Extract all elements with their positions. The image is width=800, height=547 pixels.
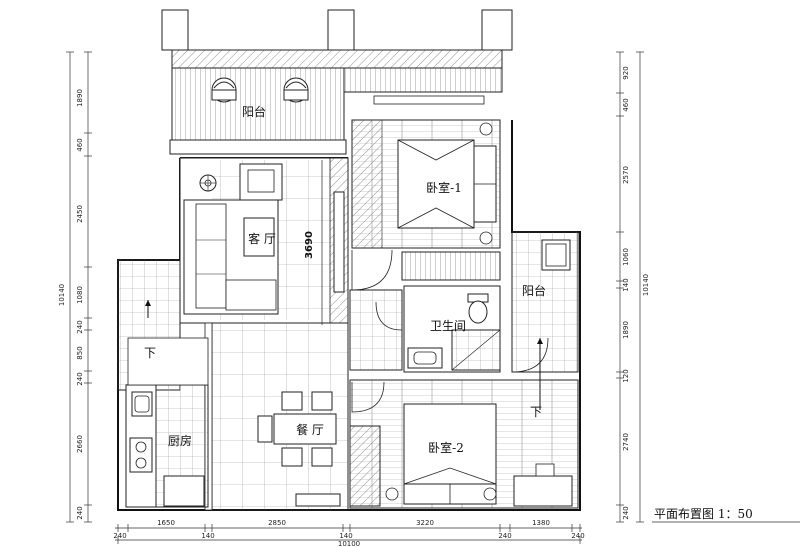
bottom-dim-8: 1380 (532, 519, 550, 527)
bottom-dim-6: 3220 (416, 519, 434, 527)
room-label-kitchen: 厨房 (168, 433, 192, 448)
shoe-cabinet (295, 493, 341, 507)
left-dim-8: 2660 (76, 435, 84, 453)
bottom-dim-2: 1650 (157, 519, 175, 527)
left-dim-4: 1080 (76, 286, 84, 304)
left-dim-7: 240 (76, 372, 84, 385)
right-dim-7: 120 (622, 369, 630, 382)
fridge (163, 475, 205, 507)
left-dim-9: 240 (76, 506, 84, 519)
bottom-dim-1: 240 (113, 532, 126, 540)
floor-lamp-icon (199, 174, 217, 192)
bed-2 (403, 403, 497, 505)
bottom-dim-7: 240 (498, 532, 511, 540)
left-dimension-chain (66, 51, 92, 523)
wardrobe-2 (349, 425, 381, 507)
bathroom: 卫生间 (349, 285, 501, 373)
room-label-balcony-top: 阳台 (242, 104, 266, 119)
right-dimension-chain (616, 51, 644, 523)
basin-icon (407, 347, 443, 369)
down-label-left: 下 (144, 346, 156, 360)
right-dim-3: 2570 (622, 166, 630, 184)
down-arrow-left (145, 300, 151, 318)
washing-machine (541, 239, 571, 271)
bottom-dim-9: 240 (571, 532, 584, 540)
left-dim-2: 460 (76, 138, 84, 151)
right-dim-6: 1890 (622, 321, 630, 339)
dining-chair (281, 391, 303, 411)
nightstand-lamp-icon (385, 487, 497, 501)
right-dim-8: 2740 (622, 433, 630, 451)
kitchen-sink-icon (131, 391, 153, 417)
stove-icon (129, 437, 153, 473)
bottom-dim-3: 140 (201, 532, 214, 540)
wardrobe-1 (401, 251, 501, 281)
bottom-dimension-chain (115, 524, 582, 544)
kitchen: 厨房 下 (117, 259, 209, 508)
toilet-icon (467, 293, 489, 324)
right-dim-2: 460 (622, 98, 630, 111)
right-dim-4: 1060 (622, 248, 630, 266)
dining-area: 餐 厅 (204, 322, 349, 511)
room-label-bedroom1: 卧室-1 (426, 180, 462, 195)
dining-chair (311, 391, 333, 411)
balcony-chair (211, 77, 237, 103)
bottom-dim-4: 2850 (268, 519, 286, 527)
dining-table (273, 413, 337, 445)
bottom-dim-5: 140 (339, 532, 352, 540)
dining-bench (257, 415, 273, 443)
right-dim-9: 240 (622, 506, 630, 519)
bed-1 (397, 139, 497, 229)
right-dim-total: 10140 (642, 274, 650, 296)
left-dim-1: 1890 (76, 89, 84, 107)
living-width-dim: 3690 (304, 231, 315, 259)
right-dim-5: 140 (622, 278, 630, 291)
living-room: 客 厅 3690 (179, 157, 349, 325)
title-text: 平面布置图 1：50 (654, 507, 753, 521)
bedroom-2: 卧室-2 (349, 379, 579, 509)
room-label-bedroom2: 卧室-2 (428, 440, 464, 455)
left-dim-6: 850 (76, 346, 84, 359)
balcony-chair (283, 77, 309, 103)
left-dim-5: 240 (76, 320, 84, 333)
living-armchair (239, 163, 283, 201)
left-dim-3: 2450 (76, 205, 84, 223)
drawing-title: 平面布置图 1：50 (652, 507, 800, 523)
right-dim-1: 920 (622, 66, 630, 79)
room-label-living: 客 厅 (248, 231, 276, 246)
desk (513, 475, 573, 507)
room-label-bathroom: 卫生间 (430, 319, 466, 333)
coffee-table (243, 217, 275, 257)
dining-chair (311, 447, 333, 467)
room-label-dining: 餐 厅 (296, 422, 324, 437)
bedroom-1: 卧室-1 (351, 119, 501, 291)
balcony-top-area: 阳台 (161, 9, 513, 155)
living-sofa (183, 199, 279, 315)
bottom-dim-total: 10100 (338, 540, 360, 547)
room-label-balcony-right: 阳台 (522, 283, 546, 298)
nightstand-lamp-icon (479, 122, 493, 245)
left-dim-total: 10140 (58, 284, 66, 306)
dining-chair (281, 447, 303, 467)
